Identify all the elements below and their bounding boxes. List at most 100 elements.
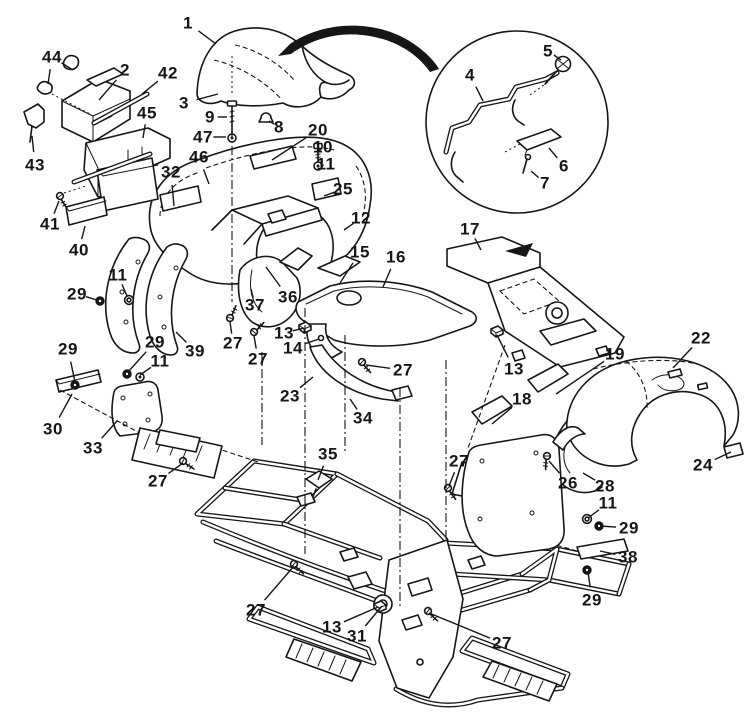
callout-22: 22 (672, 329, 710, 369)
svg-text:29: 29 (619, 519, 639, 538)
callout-13: 13 (496, 334, 524, 379)
svg-text:45: 45 (137, 104, 157, 123)
callout-20: 20 (271, 121, 328, 161)
left-upper-parts (23, 54, 171, 226)
callout-17: 17 (460, 220, 482, 251)
svg-text:29: 29 (58, 340, 78, 359)
callout-6: 6 (548, 147, 568, 176)
callout-2: 2 (98, 61, 130, 101)
callout-11: 11 (587, 494, 617, 519)
callout-31: 31 (347, 605, 383, 646)
callout-35: 35 (317, 445, 338, 481)
svg-text:16: 16 (386, 248, 406, 267)
callout-33: 33 (83, 420, 118, 458)
callout-16: 16 (382, 248, 406, 288)
callout-11: 11 (109, 266, 128, 297)
callout-27: 27 (365, 361, 413, 380)
svg-text:19: 19 (605, 345, 625, 364)
svg-text:29: 29 (582, 591, 602, 610)
callout-27: 27 (246, 565, 295, 620)
callout-46: 46 (189, 148, 210, 185)
svg-text:13: 13 (504, 360, 524, 379)
svg-text:12: 12 (351, 209, 371, 228)
frame-assembly (194, 458, 632, 708)
callout-45: 45 (137, 104, 157, 139)
svg-text:26: 26 (558, 474, 578, 493)
callout-15: 15 (339, 243, 369, 284)
callout-41: 41 (40, 200, 60, 234)
callout-5: 5 (543, 42, 562, 61)
callout-47: 47 (193, 128, 226, 147)
callout-19: 19 (555, 345, 625, 395)
svg-text:25: 25 (333, 180, 353, 199)
svg-text:8: 8 (274, 118, 284, 137)
svg-text:35: 35 (318, 445, 338, 464)
callout-14: 14 (283, 338, 320, 358)
callout-11: 11 (139, 352, 169, 376)
svg-text:23: 23 (280, 387, 300, 406)
callout-32: 32 (161, 163, 181, 207)
callout-13: 13 (322, 606, 379, 637)
callout-24: 24 (693, 451, 732, 475)
svg-text:32: 32 (161, 163, 181, 182)
svg-text:34: 34 (353, 409, 373, 428)
callout-7: 7 (530, 170, 550, 193)
svg-text:13: 13 (274, 324, 294, 343)
svg-text:37: 37 (245, 296, 265, 315)
svg-text:44: 44 (42, 48, 62, 67)
svg-text:47: 47 (193, 128, 213, 147)
fasteners (52, 100, 604, 622)
callout-27: 27 (223, 321, 243, 353)
svg-text:13: 13 (322, 618, 342, 637)
callout-36: 36 (265, 266, 297, 307)
callout-13: 13 (274, 324, 305, 343)
svg-text:27: 27 (246, 601, 266, 620)
callout-4: 4 (465, 66, 484, 102)
svg-text:2: 2 (120, 61, 130, 80)
svg-text:27: 27 (248, 350, 268, 369)
svg-text:1: 1 (183, 14, 193, 33)
callout-12: 12 (343, 209, 371, 231)
callout-25: 25 (323, 180, 353, 199)
svg-text:3: 3 (179, 94, 189, 113)
svg-text:27: 27 (393, 361, 413, 380)
callout-10: 10 (313, 138, 332, 157)
svg-text:42: 42 (158, 64, 178, 83)
svg-text:31: 31 (347, 627, 367, 646)
left-mudflap-and-footrest (55, 369, 259, 479)
svg-text:18: 18 (512, 390, 532, 409)
svg-text:9: 9 (205, 108, 215, 127)
svg-text:40: 40 (69, 241, 89, 260)
svg-text:28: 28 (595, 477, 615, 496)
svg-text:38: 38 (618, 548, 638, 567)
svg-text:20: 20 (308, 121, 328, 140)
callout-40: 40 (69, 225, 89, 260)
svg-text:27: 27 (148, 472, 168, 491)
callout-27: 27 (248, 335, 268, 369)
callout-44: 44 (42, 48, 74, 85)
callout-1: 1 (183, 14, 217, 45)
rear-mudflap (451, 426, 629, 560)
callout-8: 8 (268, 118, 284, 137)
svg-text:30: 30 (43, 420, 63, 439)
callout-37: 37 (245, 288, 265, 315)
callout-23: 23 (280, 376, 314, 406)
callout-42: 42 (141, 64, 178, 95)
callout-27: 27 (448, 452, 468, 487)
svg-text:46: 46 (189, 148, 209, 167)
construction-lines (231, 112, 506, 608)
svg-text:24: 24 (693, 456, 713, 475)
callout-27: 27 (428, 612, 511, 653)
svg-text:7: 7 (540, 174, 550, 193)
svg-text:33: 33 (83, 439, 103, 458)
callout-18: 18 (491, 390, 532, 425)
callout-30: 30 (43, 393, 73, 439)
tank-cover (446, 236, 625, 368)
svg-text:29: 29 (67, 285, 87, 304)
svg-text:14: 14 (283, 339, 303, 358)
callout-3: 3 (179, 93, 219, 113)
svg-text:39: 39 (185, 342, 205, 361)
svg-text:27: 27 (223, 334, 243, 353)
